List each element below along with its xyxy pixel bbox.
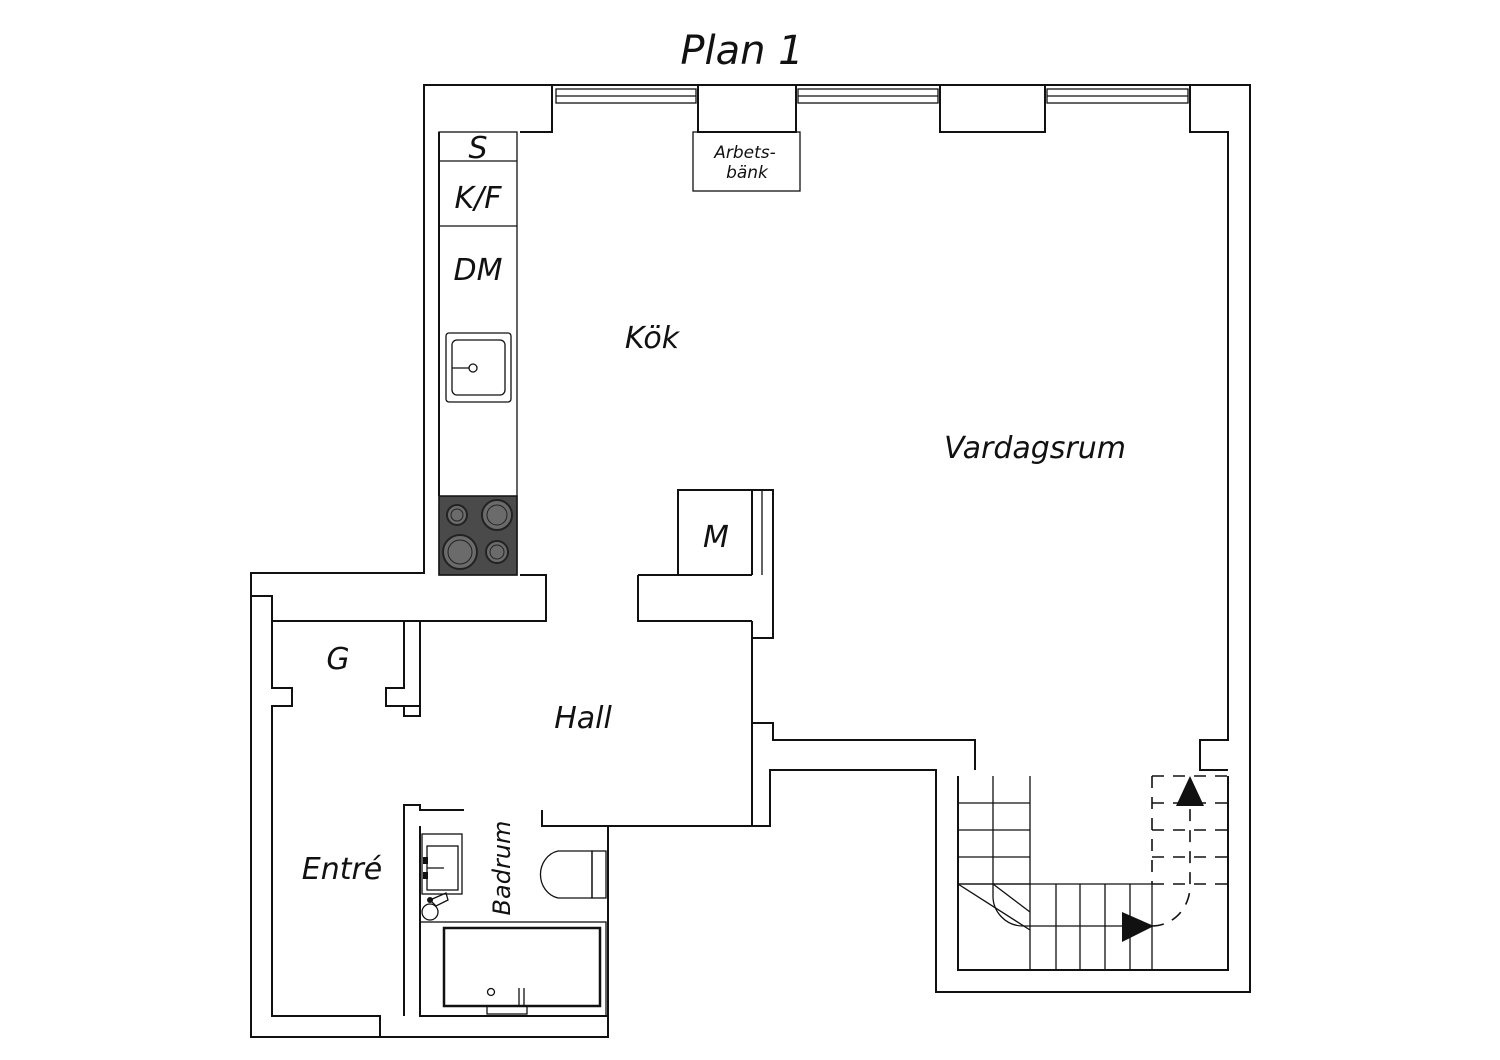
- room-label-badrum: Badrum: [488, 821, 516, 916]
- shower-icon: [421, 892, 449, 921]
- workbench-label-line1: Arbets-: [713, 143, 776, 163]
- stair-arrow-up-icon: [1176, 776, 1204, 806]
- toilet-icon: [539, 850, 607, 899]
- workbench-label-line2: bänk: [726, 163, 769, 183]
- room-label-kok: Kök: [625, 321, 681, 356]
- room-label-hall: Hall: [554, 701, 612, 736]
- room-label-g: G: [326, 642, 349, 677]
- bathroom-fixtures: [419, 833, 607, 1017]
- room-label-vardagsrum: Vardagsrum: [944, 431, 1126, 466]
- windows: [555, 88, 1189, 104]
- plan-title: Plan 1: [680, 28, 803, 74]
- kitchen-counter: [438, 131, 518, 576]
- kitchen-sink-icon: [445, 332, 512, 403]
- room-labels: S K/F DM Arbets- bänk Kök Vardagsrum M G…: [302, 131, 1126, 915]
- workbench: [692, 131, 801, 192]
- room-label-entre: Entré: [302, 852, 383, 887]
- walls: [250, 84, 1251, 1038]
- staircase: [957, 775, 1228, 970]
- bathtub-icon: [419, 921, 607, 1017]
- fixture-label-kf: K/F: [454, 181, 502, 216]
- fixture-label-dm: DM: [454, 253, 503, 288]
- fixture-label-s: S: [468, 131, 487, 166]
- room-label-m: M: [703, 520, 729, 555]
- stair-arrow-right-icon: [1122, 912, 1154, 942]
- stove-icon: [438, 495, 518, 576]
- washbasin-icon: [421, 833, 463, 895]
